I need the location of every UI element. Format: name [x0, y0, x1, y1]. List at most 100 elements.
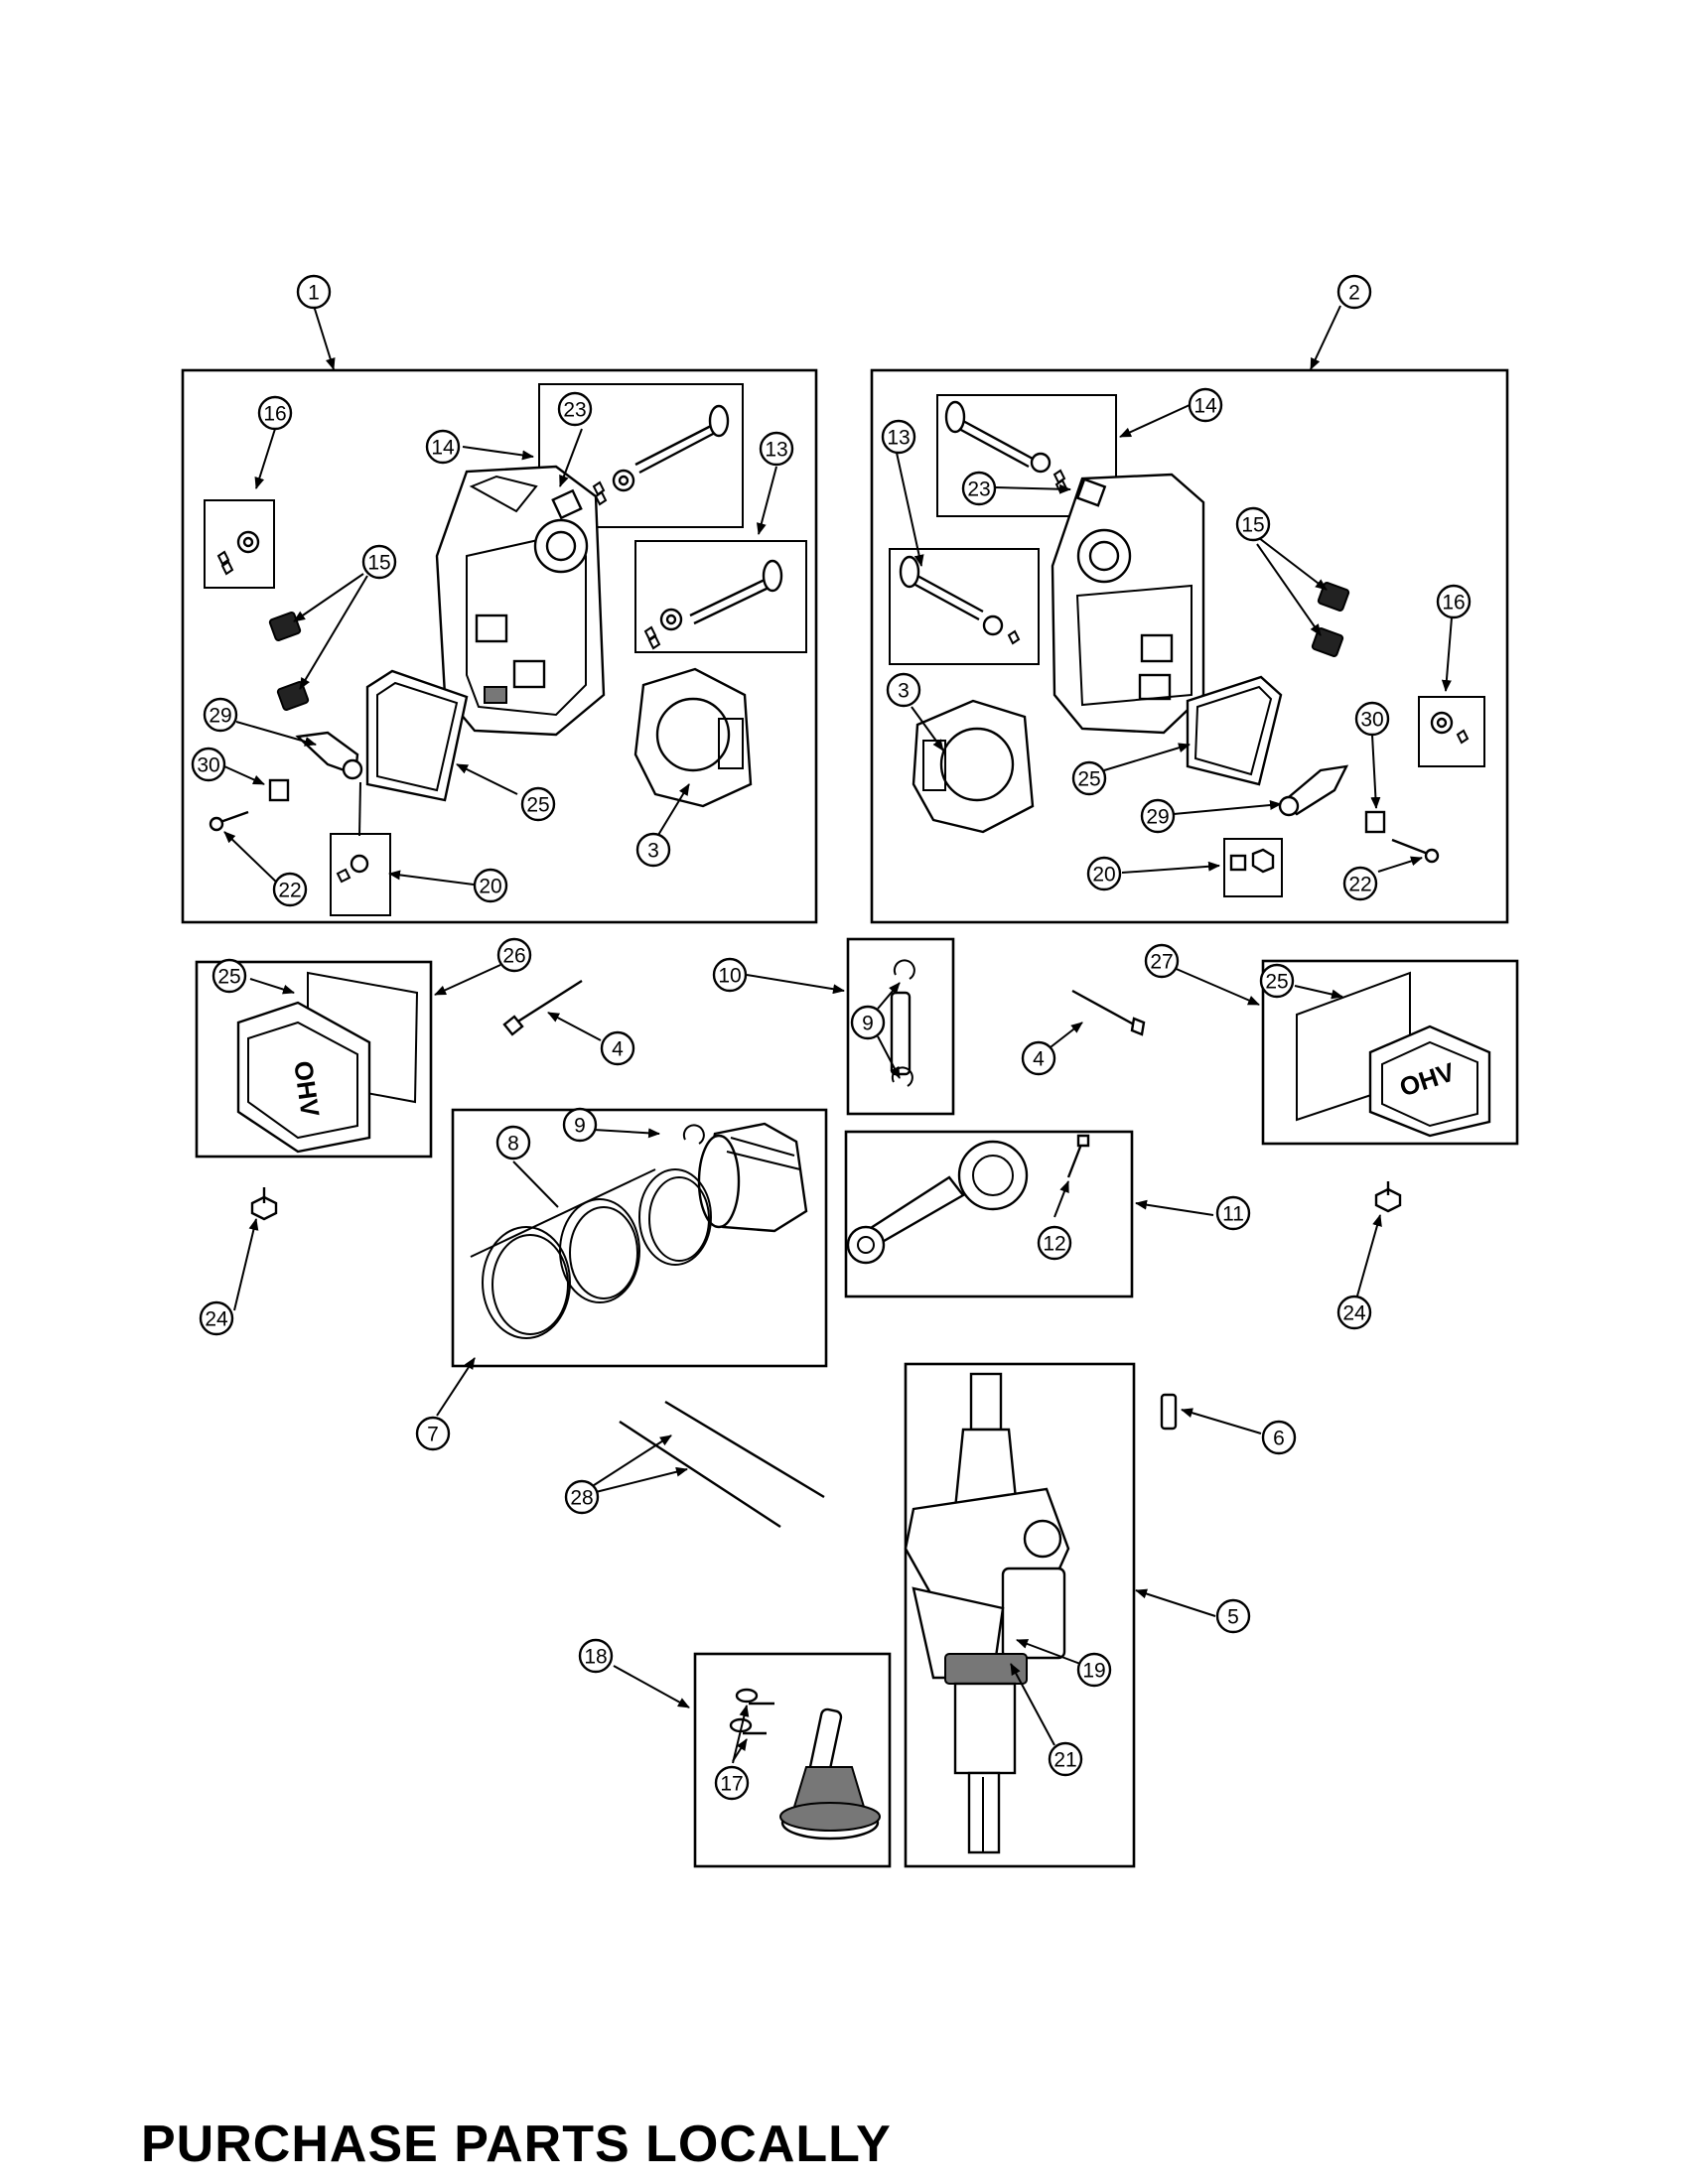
cylinder-head-left: [435, 465, 606, 737]
callout-circle: [759, 431, 794, 467]
valve-13-right: [899, 555, 1021, 645]
callout-number: 9: [862, 1013, 874, 1035]
callout-number: 8: [507, 1133, 519, 1156]
kit-20-left-box: [330, 833, 391, 916]
callout-25: 25: [211, 958, 247, 994]
callout-3: 3: [886, 672, 921, 708]
callout-number: 1: [308, 282, 320, 305]
callout-19: 19: [1076, 1652, 1112, 1688]
callout-16: 16: [257, 395, 293, 431]
valve-cover-kit-26-box: [195, 960, 433, 1159]
callout-circle: [1071, 760, 1107, 796]
callout-number: 12: [1043, 1233, 1065, 1256]
callout-number: 7: [427, 1424, 439, 1446]
bolt-4-left: [502, 979, 583, 1036]
dowel-pin-6: [1160, 1393, 1178, 1431]
callout-29: 29: [203, 697, 238, 733]
callout-number: 20: [1092, 864, 1115, 887]
piston-pin-kit-10-box: [846, 937, 955, 1116]
springs-15-left: [268, 612, 310, 711]
callout-circle: [1259, 963, 1295, 999]
callout-14: 14: [1188, 387, 1223, 423]
callout-number: 22: [278, 880, 301, 902]
callout-circle: [520, 786, 556, 822]
piston-assembly-7-box: [451, 1108, 828, 1368]
callout-circle: [425, 429, 461, 465]
callout-2: 2: [1336, 274, 1372, 310]
callout-circle: [562, 1107, 598, 1143]
connecting-rod-11: [846, 1134, 1090, 1265]
callout-number: 27: [1150, 951, 1173, 974]
callout-8: 8: [495, 1125, 531, 1160]
leader-lines: [223, 305, 1453, 1764]
head-gasket-3-right: [912, 699, 1035, 834]
callout-circle: [578, 1638, 614, 1674]
callout-circle: [850, 1005, 886, 1040]
callout-circle: [495, 1125, 531, 1160]
callout-number: 3: [647, 840, 659, 863]
callout-circle: [1021, 1040, 1056, 1076]
callout-9: 9: [562, 1107, 598, 1143]
callout-27: 27: [1144, 943, 1180, 979]
callout-number: 22: [1348, 874, 1371, 896]
callout-number: 28: [570, 1487, 593, 1510]
callout-circle: [211, 958, 247, 994]
callout-3: 3: [635, 832, 671, 868]
callout-30: 30: [191, 747, 226, 782]
callout-number: 13: [765, 439, 787, 462]
callout-number: 14: [1193, 395, 1217, 418]
callout-circle: [1144, 943, 1180, 979]
callout-13: 13: [759, 431, 794, 467]
callout-number: 19: [1082, 1660, 1105, 1683]
callout-18: 18: [578, 1638, 614, 1674]
callout-circle: [361, 544, 397, 580]
callout-number: 25: [1265, 971, 1288, 994]
callout-13: 13: [881, 419, 916, 455]
nut-kit-20-left: [336, 854, 369, 884]
callout-22: 22: [1342, 866, 1378, 901]
callout-17: 17: [714, 1765, 750, 1801]
callout-number: 24: [205, 1308, 228, 1331]
callout-number: 2: [1348, 282, 1360, 305]
cylinder-head-assembly-left-box: [181, 368, 818, 924]
callout-29: 29: [1140, 798, 1176, 834]
connecting-rod-11-box: [844, 1130, 1134, 1298]
valve-13-left: [643, 559, 783, 650]
callout-circle: [1354, 701, 1390, 737]
callout-circle: [1076, 1652, 1112, 1688]
callout-6: 6: [1261, 1420, 1297, 1455]
piston-7: [470, 1122, 808, 1339]
kit-20-right-box: [1223, 838, 1283, 897]
callout-number: 23: [563, 399, 586, 422]
guide-30-left: [268, 778, 290, 802]
callout-14: 14: [425, 429, 461, 465]
callout-circle: [415, 1416, 451, 1451]
callout-1: 1: [296, 274, 332, 310]
callout-number: 13: [887, 427, 910, 450]
callout-23: 23: [557, 391, 593, 427]
valve-cover-27: OHV: [1296, 971, 1491, 1138]
part-drawings: OHV OHV: [209, 400, 1491, 1854]
callout-number: 18: [584, 1646, 607, 1669]
callout-number: 20: [479, 876, 501, 898]
callout-number: 9: [574, 1115, 586, 1138]
valve-14-left: [551, 404, 730, 520]
callout-21: 21: [1048, 1741, 1083, 1777]
callout-number: 25: [217, 966, 240, 989]
callout-circle: [961, 471, 997, 506]
callout-30: 30: [1354, 701, 1390, 737]
gasket-25-right: [1186, 675, 1283, 786]
callout-15: 15: [361, 544, 397, 580]
callout-number: 6: [1273, 1428, 1285, 1450]
callout-number: 5: [1227, 1606, 1239, 1629]
callout-number: 16: [1442, 592, 1465, 614]
callout-number: 21: [1053, 1749, 1076, 1772]
callout-number: 15: [1241, 514, 1264, 537]
callout-15: 15: [1235, 506, 1271, 542]
callout-circle: [1215, 1598, 1251, 1634]
callout-number: 23: [967, 478, 990, 501]
callout-circle: [712, 957, 748, 993]
rocker-arm-29-left: [295, 731, 363, 780]
